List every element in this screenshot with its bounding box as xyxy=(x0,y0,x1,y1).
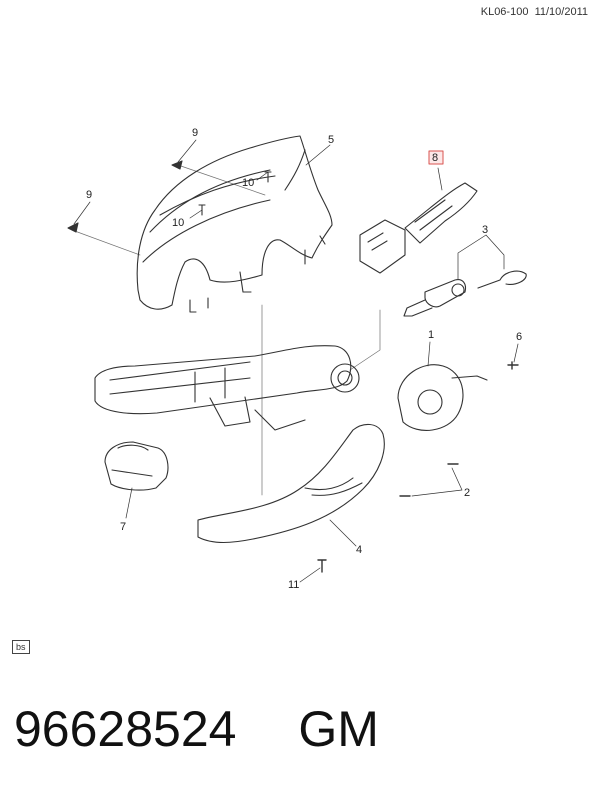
callout-9-left: 9 xyxy=(86,189,92,201)
ignition-switch xyxy=(104,441,169,491)
callout-8: 8 xyxy=(432,152,438,164)
screws-2 xyxy=(399,463,459,497)
screw-6 xyxy=(507,361,519,370)
lower-column-cover xyxy=(197,423,385,544)
callout-1: 1 xyxy=(428,329,434,341)
brand-name: GM xyxy=(298,701,379,757)
callout-2: 2 xyxy=(464,487,470,499)
callout-4: 4 xyxy=(356,544,362,556)
diagram-header: KL06-100 11/10/2011 xyxy=(481,6,588,18)
part-number: 96628524 xyxy=(14,701,237,757)
callout-3: 3 xyxy=(482,224,488,236)
screw-9-upper xyxy=(171,160,183,170)
callout-labels: 9 9 5 10 10 8 3 1 6 2 7 4 11 xyxy=(86,127,522,591)
callout-5: 5 xyxy=(328,134,334,146)
part-line: 96628524 GM xyxy=(14,700,379,758)
callout-10-b: 10 xyxy=(172,217,184,229)
callout-9-upper: 9 xyxy=(192,127,198,139)
callout-11: 11 xyxy=(288,579,299,591)
callout-6: 6 xyxy=(516,331,522,343)
callout-10-a: 10 xyxy=(242,177,254,189)
diagram-code: KL06-100 xyxy=(480,6,529,18)
bs-tag: bs xyxy=(12,640,30,654)
steering-column xyxy=(94,345,360,431)
lock-cylinder xyxy=(403,270,527,317)
diagram-date: 11/10/2011 xyxy=(534,6,588,18)
screw-11 xyxy=(317,559,327,573)
clock-spring xyxy=(397,364,488,431)
leader-lines xyxy=(71,139,519,583)
callout-7: 7 xyxy=(120,521,126,533)
turn-signal-wiper-switch xyxy=(359,182,478,274)
upper-column-cover xyxy=(136,135,333,313)
callout-8-box xyxy=(428,150,444,165)
